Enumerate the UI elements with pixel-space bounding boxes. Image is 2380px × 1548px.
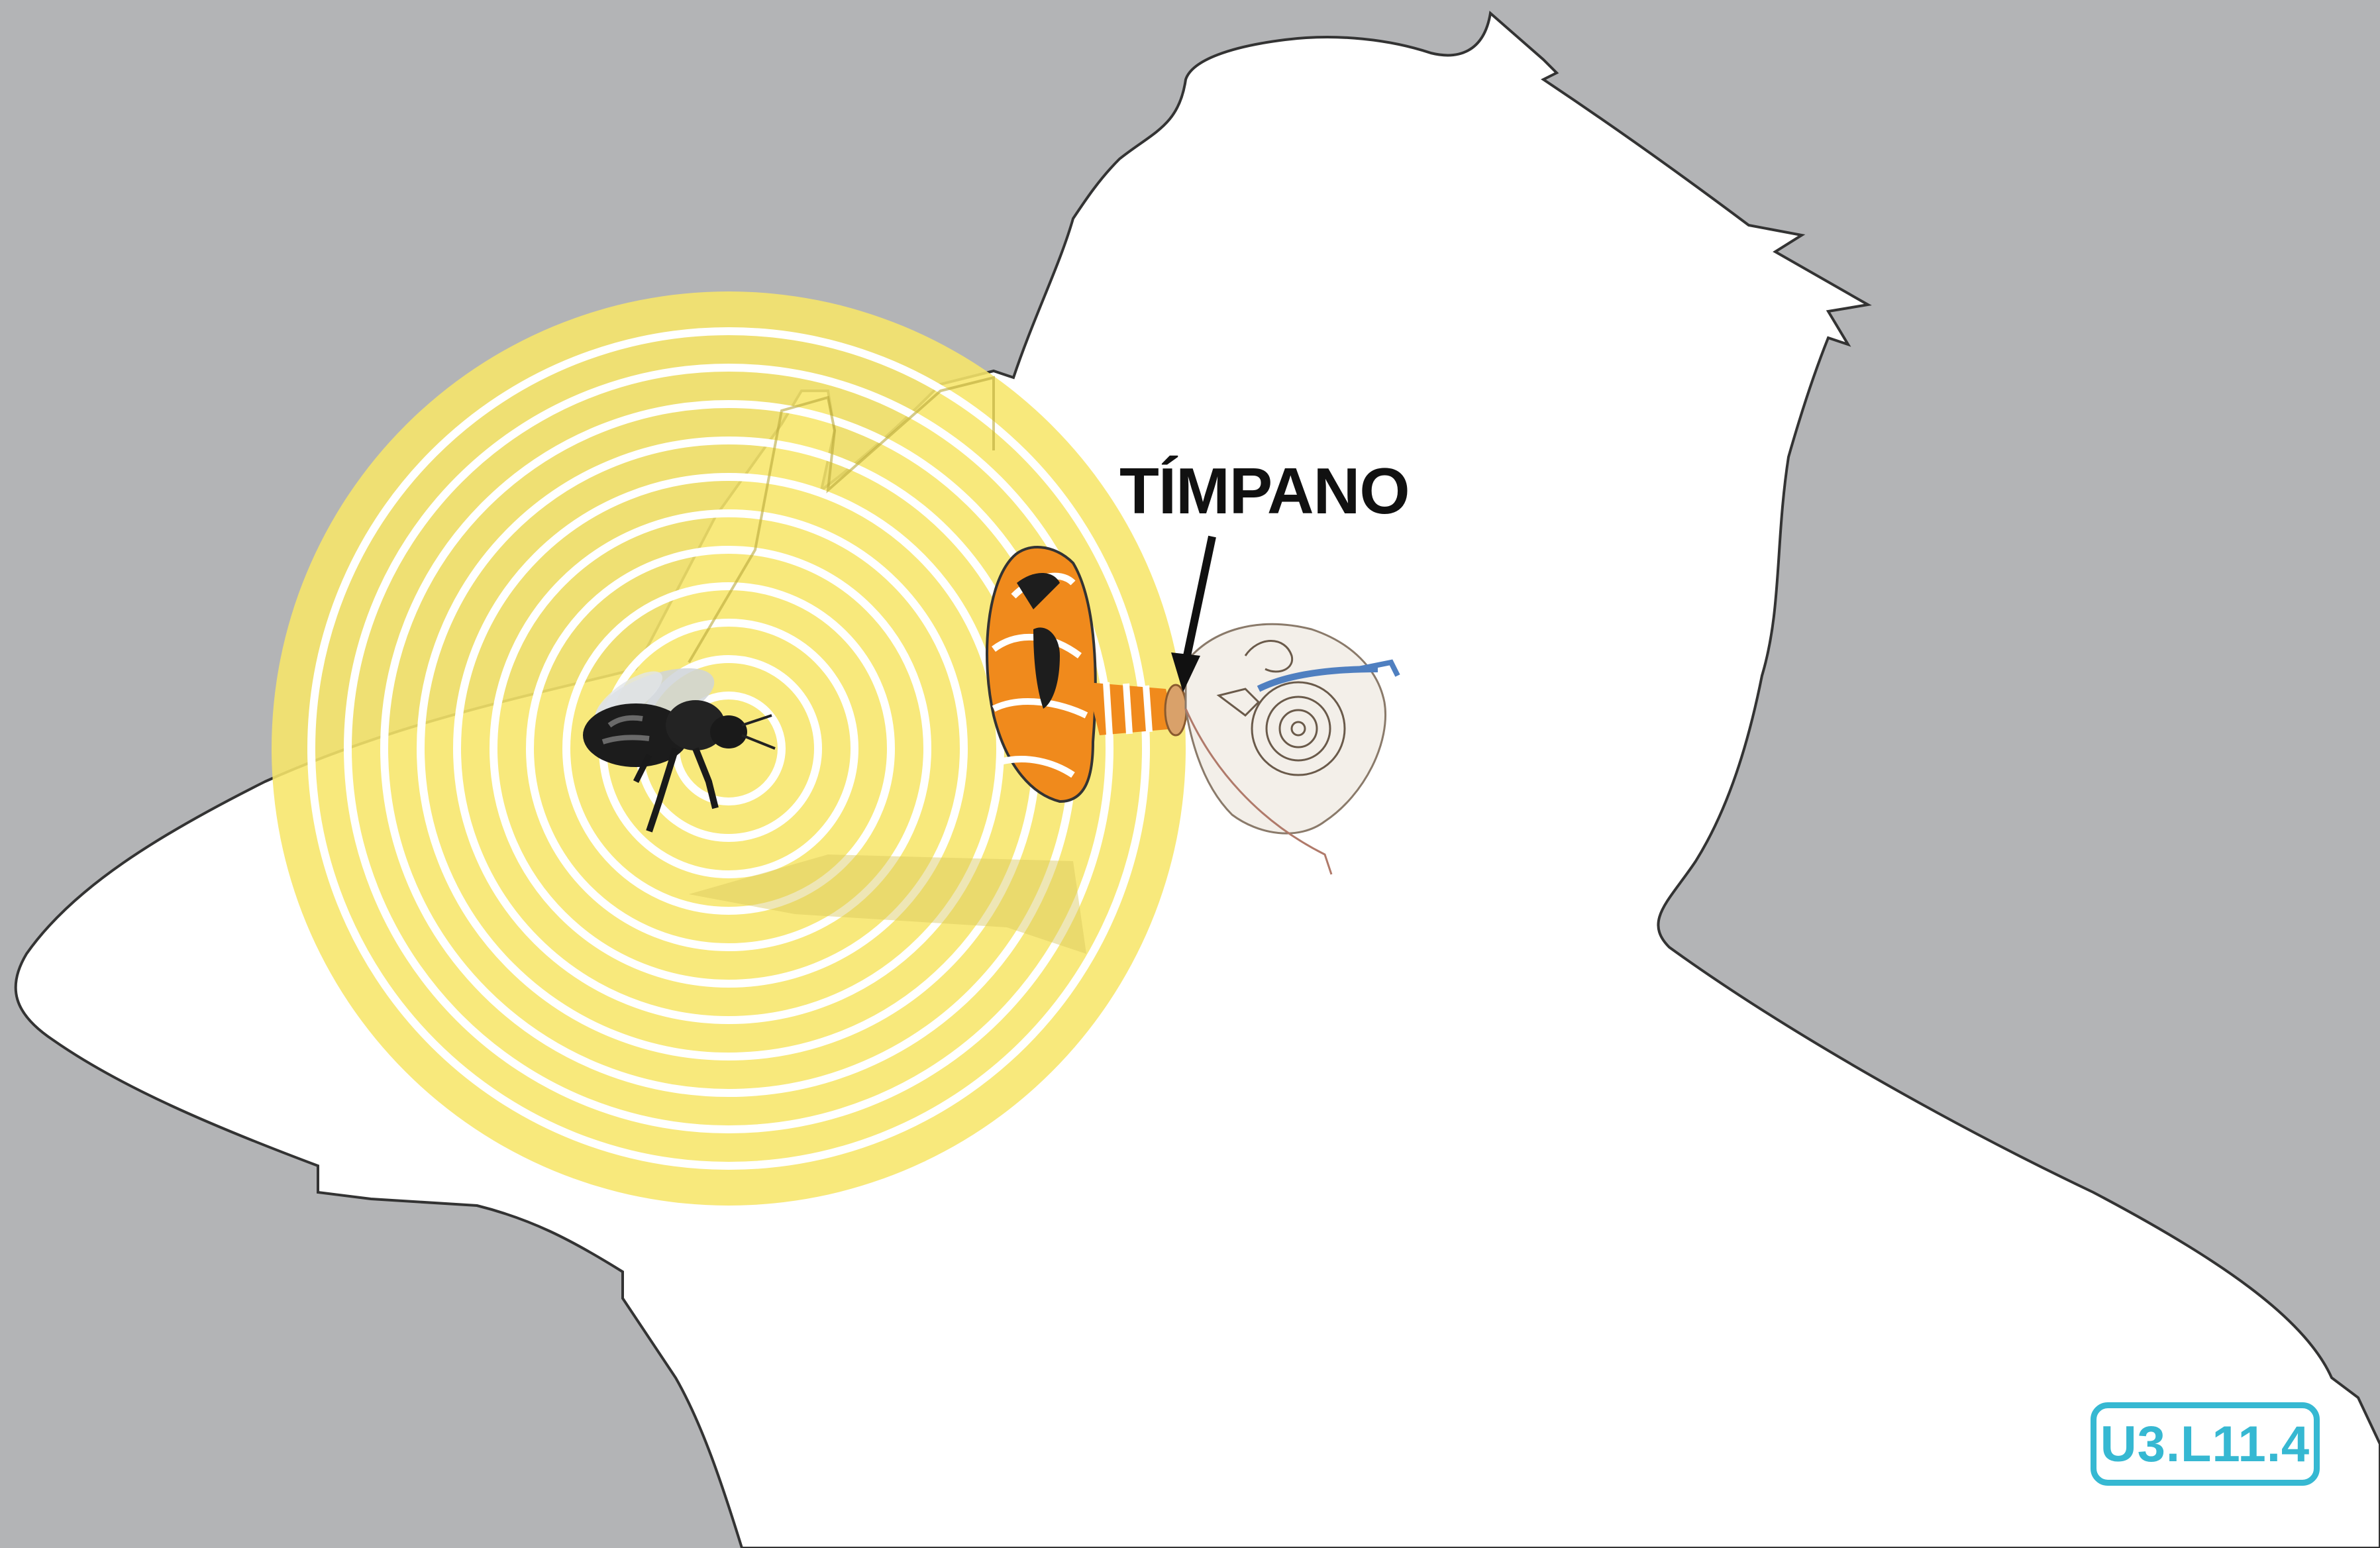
- eardrum: [1165, 685, 1186, 735]
- ear-canal: [1086, 682, 1176, 735]
- code-badge: U3.L11.4: [2091, 1402, 2320, 1486]
- timpano-label: TÍMPANO: [1119, 454, 1410, 527]
- outer-ear: [987, 547, 1096, 801]
- code-text: U3.L11.4: [2100, 1416, 2310, 1473]
